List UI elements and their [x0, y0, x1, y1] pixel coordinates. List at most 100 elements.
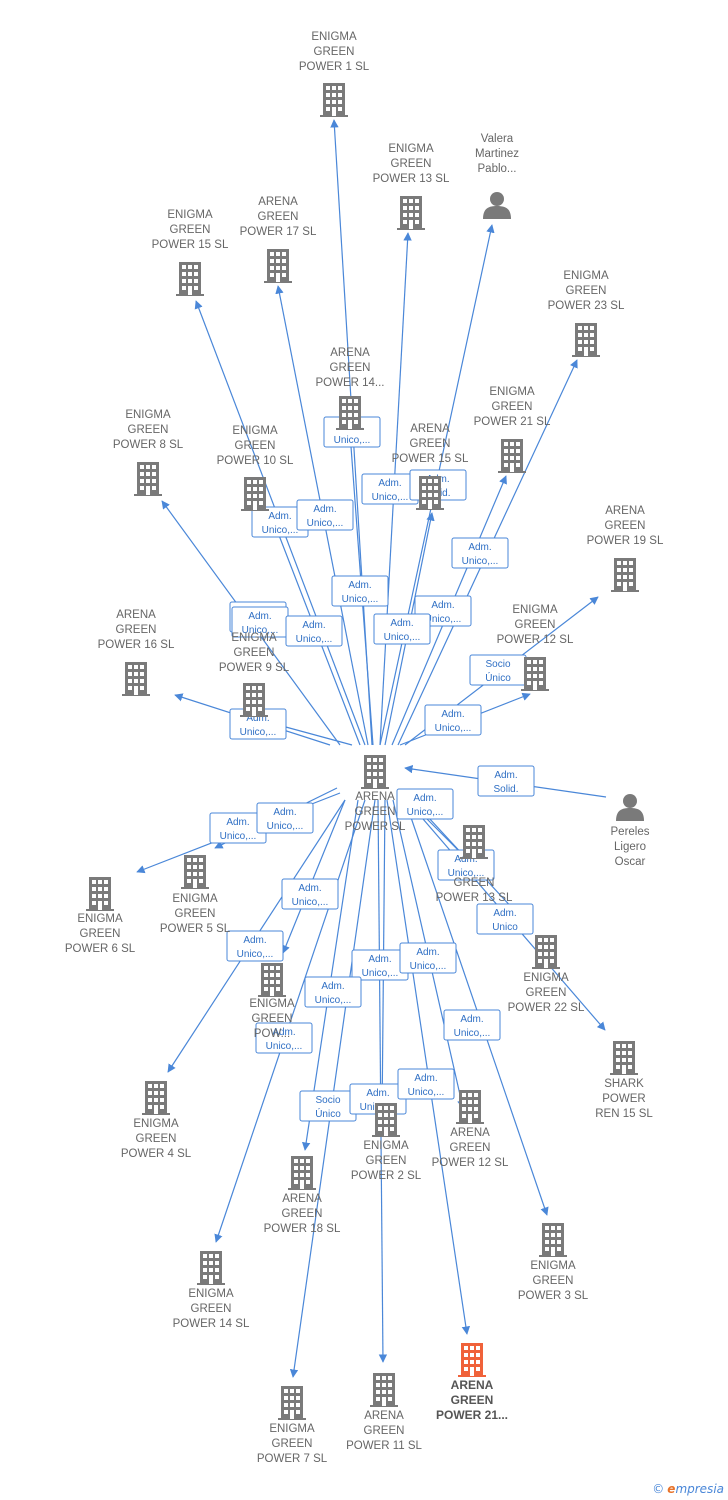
- edge-label-shark[interactable]: Adm.Unico: [476, 903, 534, 935]
- node-label-line: ARENA: [355, 791, 395, 803]
- node-label-line: POWER 21 SL: [474, 416, 551, 428]
- edge-label-box: [424, 704, 482, 736]
- node-label-line: POWER 23 SL: [548, 300, 625, 312]
- edge-label-egp4[interactable]: Adm.Unico,...: [226, 930, 284, 962]
- node-label-line: GREEN: [450, 1142, 491, 1154]
- building-icon: [241, 477, 269, 511]
- edge-label-text: Adm.: [414, 1073, 437, 1084]
- edge-label-egp14[interactable]: Adm.Unico,...: [255, 1022, 313, 1054]
- edge-label-text: Adm.: [246, 713, 269, 724]
- edge-label-box: [399, 942, 457, 974]
- building-icon: [288, 1156, 316, 1190]
- edge-label-agp19[interactable]: Adm.Unico,...: [424, 704, 482, 736]
- node-label-line: GREEN: [136, 1133, 177, 1145]
- node-label-line: ENIGMA: [172, 893, 218, 905]
- brand-initial: e: [667, 1482, 676, 1496]
- edge-label-box: [281, 878, 339, 910]
- edge-label-agp13[interactable]: Adm.Unico,...: [396, 788, 454, 820]
- edge-label-egp23[interactable]: Adm.Unico,...: [451, 537, 509, 569]
- edge-label-egp9[interactable]: Adm.Unico,...: [285, 615, 343, 647]
- edge-label-agp18[interactable]: Adm.Unico,...: [304, 976, 362, 1008]
- node-label-line: GREEN: [128, 424, 169, 436]
- node-label-line: ENIGMA: [249, 998, 295, 1010]
- edge-label-egp2[interactable]: Adm.Unico,...: [351, 949, 409, 981]
- node-label-line: POWER 5 SL: [160, 923, 231, 935]
- edge-label-agp21[interactable]: Adm.Unico,...: [397, 1068, 455, 1100]
- edge-label-egp8[interactable]: Adm.Unico,...: [231, 606, 289, 638]
- node-label-line: POWER 1 SL: [299, 61, 370, 73]
- edge-label-text: Adm.: [494, 770, 517, 781]
- edge-label-text: Único: [315, 1107, 341, 1120]
- edge-label-text: Unico,...: [292, 897, 329, 908]
- edge-label-text: Único: [485, 671, 511, 684]
- building-icon: [240, 683, 268, 717]
- edge-label-egp6[interactable]: Adm.Unico,...: [209, 812, 267, 844]
- edge-label-egpx[interactable]: Adm.Unico,...: [281, 878, 339, 910]
- edge-label-text: Unico,...: [307, 518, 344, 529]
- edge-label-egp10[interactable]: Adm.Unico,...: [296, 499, 354, 531]
- node-label-line: Oscar: [615, 856, 646, 868]
- node-label-line: ARENA: [330, 347, 370, 359]
- edge-label-agp12[interactable]: Adm.Unico,...: [399, 942, 457, 974]
- node-label-line: POWER 9 SL: [219, 662, 290, 674]
- building-icon: [258, 963, 286, 997]
- building-icon: [86, 877, 114, 911]
- node-valera[interactable]: ValeraMartinezPablo...: [475, 133, 519, 219]
- edge-label-agp15[interactable]: Adm.Unico,...: [373, 613, 431, 645]
- node-label-line: ENIGMA: [77, 913, 123, 925]
- edge-label-egp13[interactable]: Adm.Unico,...: [361, 473, 419, 505]
- edge-label-text: Unico,...: [372, 492, 409, 503]
- edge-label-box: [396, 788, 454, 820]
- building-icon: [176, 262, 204, 296]
- building-icon: [142, 1081, 170, 1115]
- node-egpx[interactable]: ENIGMAGREENPOW...: [249, 963, 295, 1040]
- edge-label-egp3[interactable]: Adm.Unico,...: [443, 1009, 501, 1041]
- edge-label-text: Unico,...: [237, 949, 274, 960]
- edge-label-text: Unico,...: [267, 821, 304, 832]
- node-label-line: SHARK: [604, 1078, 644, 1090]
- edges-layer: [136, 119, 607, 1378]
- edge-label-text: Unico,...: [334, 435, 371, 446]
- edge-label-egp5[interactable]: Adm.Unico,...: [256, 802, 314, 834]
- node-label-line: GREEN: [234, 647, 275, 659]
- node-label-line: ENIGMA: [489, 386, 535, 398]
- node-label-line: GREEN: [314, 46, 355, 58]
- edge-label-agp14[interactable]: Adm.Unico,...: [331, 575, 389, 607]
- building-icon: [610, 1041, 638, 1075]
- node-label-line: POWER 13 SL: [373, 173, 450, 185]
- edge-label-pereles[interactable]: Adm.Solid.: [477, 765, 535, 797]
- footer-brand[interactable]: ©empresia: [652, 1482, 724, 1496]
